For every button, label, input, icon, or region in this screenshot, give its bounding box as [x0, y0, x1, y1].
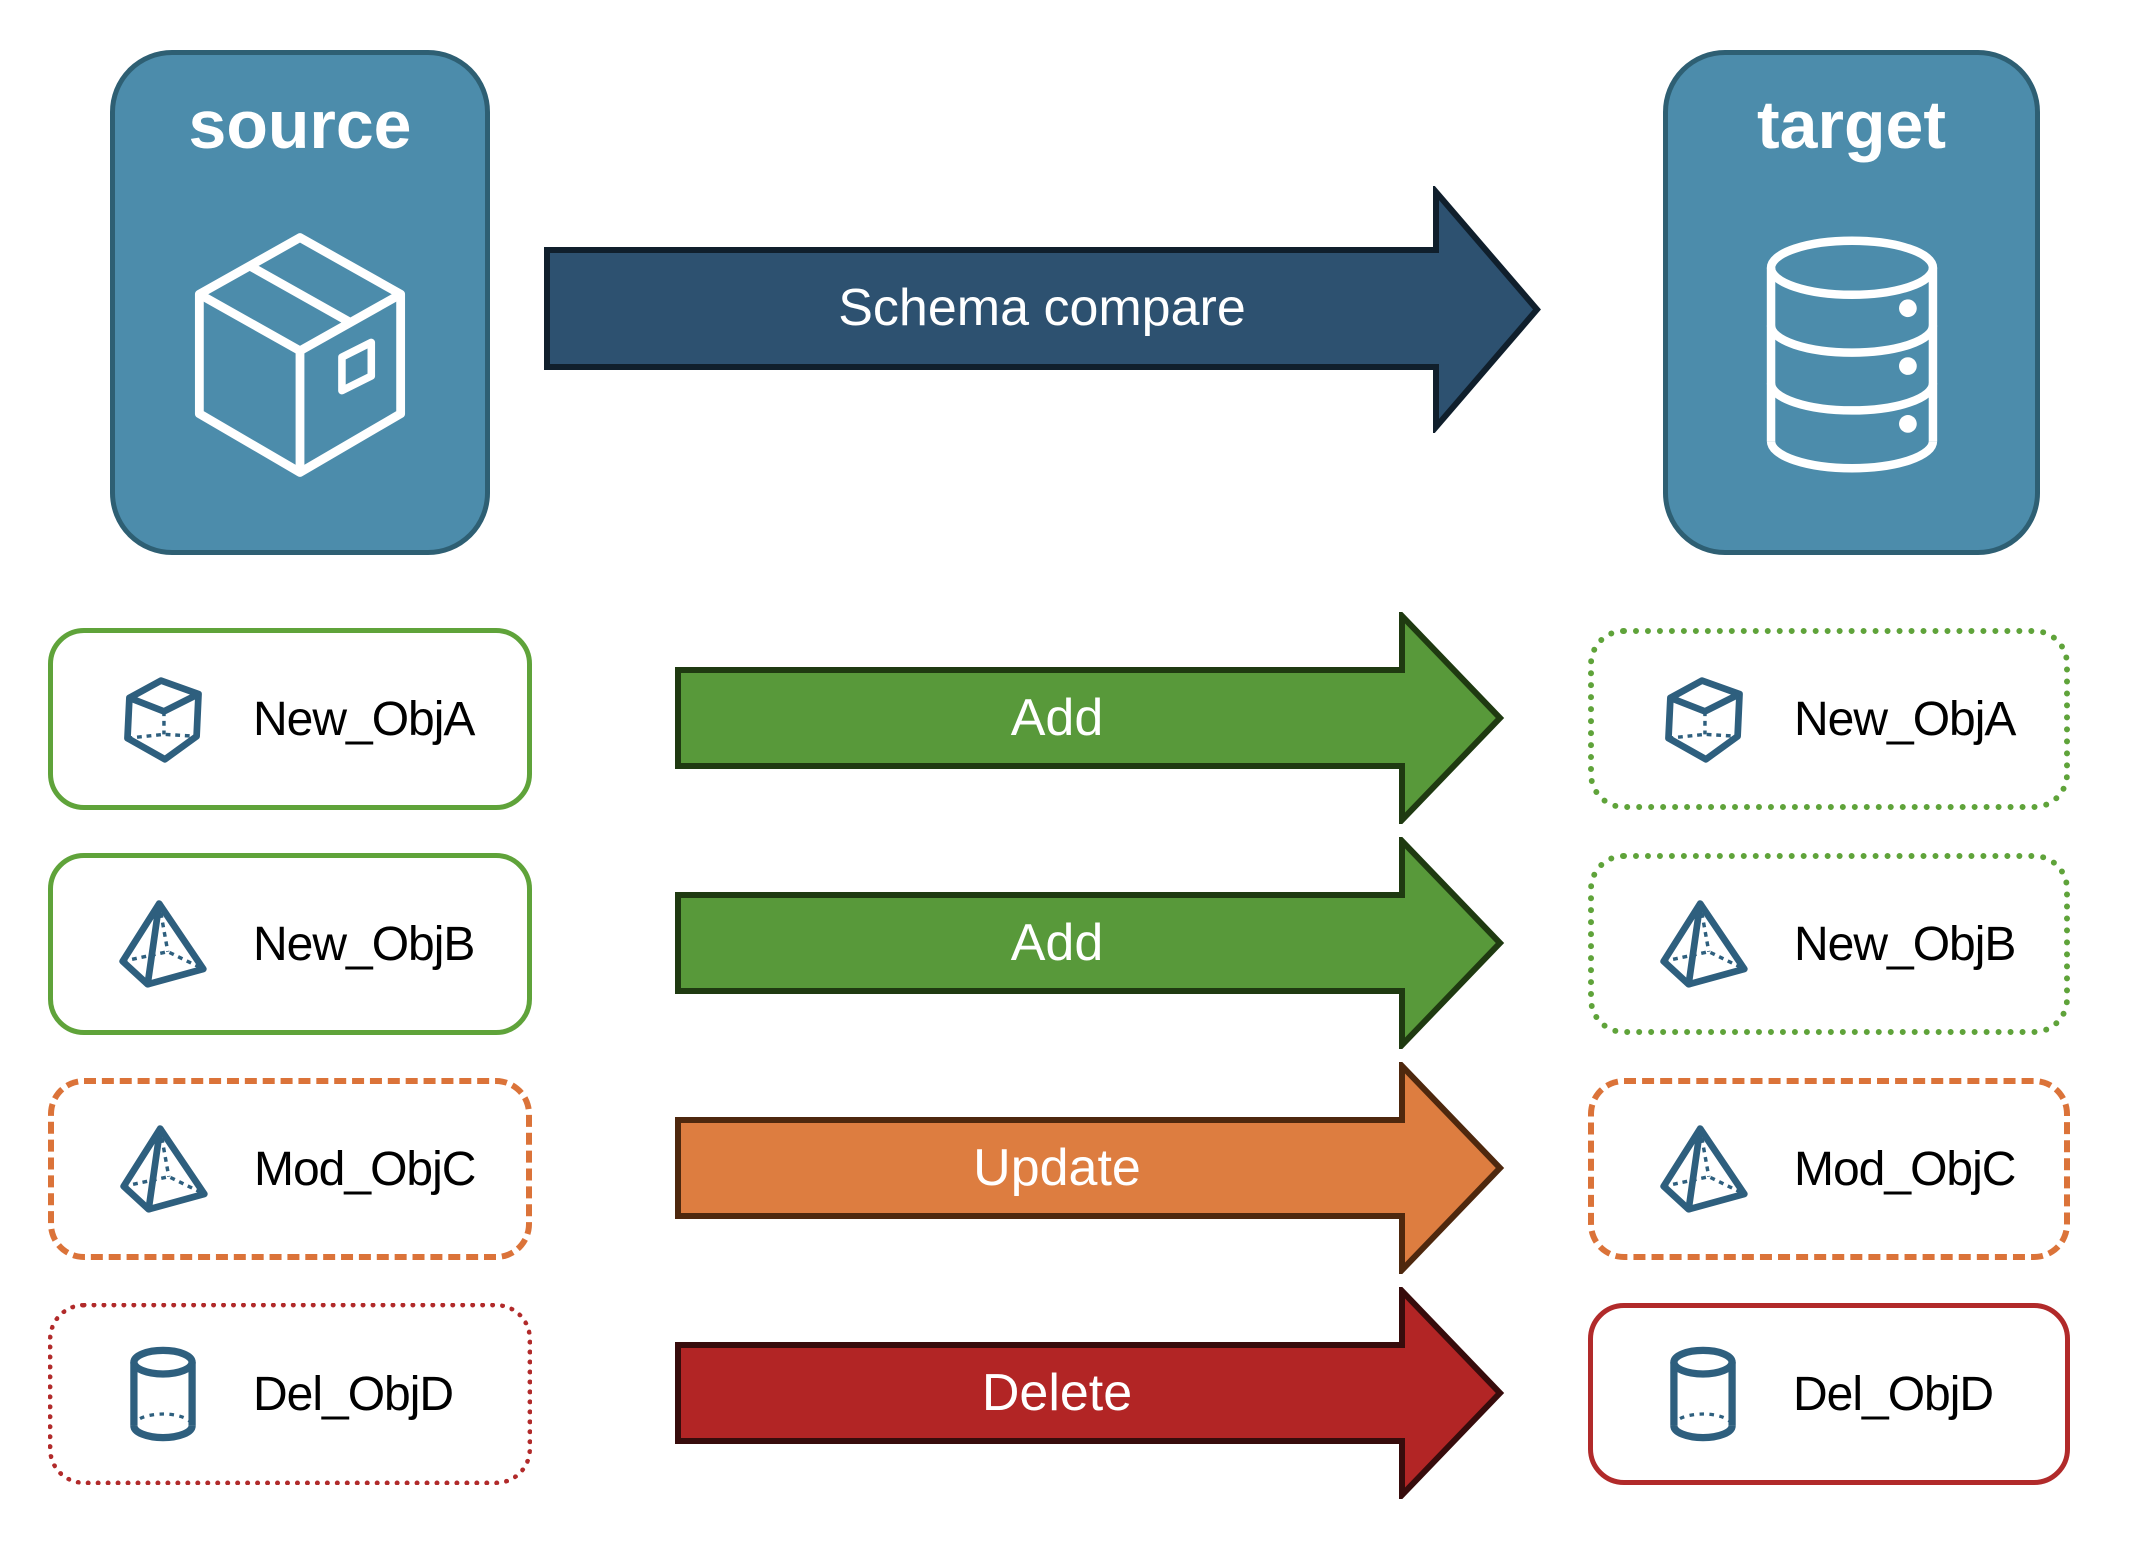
add-arrow-row0: Add	[675, 612, 1505, 824]
source-object-box-new-obja: New_ObjA	[48, 628, 532, 810]
source-panel-title: source	[188, 87, 412, 163]
add-arrow-row1: Add	[675, 837, 1505, 1049]
target-object-box-del-objd: Del_ObjD	[1588, 1303, 2070, 1485]
add-arrow-label: Add	[1011, 689, 1104, 747]
target-object-box-mod-objc: Mod_ObjC	[1588, 1078, 2070, 1260]
source-icon-wrap	[115, 159, 485, 550]
source-object-box-mod-objc: Mod_ObjC	[48, 1078, 532, 1260]
schema-compare-arrow: Schema compare	[544, 186, 1541, 433]
delete-arrow-label: Delete	[982, 1364, 1132, 1422]
package-icon	[194, 232, 406, 477]
object-label: Del_ObjD	[253, 1367, 454, 1421]
pyramid-icon	[1656, 892, 1752, 996]
object-label: New_ObjB	[1794, 917, 2016, 971]
add-arrow-label: Add	[1011, 914, 1104, 972]
target-panel-title: target	[1757, 87, 1946, 163]
target-icon-wrap	[1668, 159, 2035, 550]
object-label: Mod_ObjC	[1794, 1142, 2016, 1196]
pyramid-icon	[116, 1117, 212, 1221]
object-label: Mod_ObjC	[254, 1142, 476, 1196]
cube-icon	[115, 667, 211, 771]
update-arrow-label: Update	[973, 1139, 1141, 1197]
pyramid-icon	[115, 892, 211, 996]
cylinder-icon	[1655, 1342, 1751, 1446]
object-label: Del_ObjD	[1793, 1367, 1994, 1421]
target-object-box-new-obja: New_ObjA	[1588, 628, 2070, 810]
pyramid-icon	[1656, 1117, 1752, 1221]
object-label: New_ObjA	[253, 692, 475, 746]
source-object-box-new-objb: New_ObjB	[48, 853, 532, 1035]
object-label: New_ObjA	[1794, 692, 2016, 746]
database-icon	[1766, 236, 1937, 473]
delete-arrow-row3: Delete	[675, 1287, 1505, 1499]
target-panel: target	[1663, 50, 2040, 555]
object-label: New_ObjB	[253, 917, 475, 971]
source-panel: source	[110, 50, 490, 555]
cube-icon	[1656, 667, 1752, 771]
source-object-box-del-objd: Del_ObjD	[48, 1303, 532, 1485]
schema-compare-arrow-label: Schema compare	[838, 279, 1246, 337]
update-arrow-row2: Update	[675, 1062, 1505, 1274]
target-object-box-new-objb: New_ObjB	[1588, 853, 2070, 1035]
cylinder-icon	[115, 1342, 211, 1446]
